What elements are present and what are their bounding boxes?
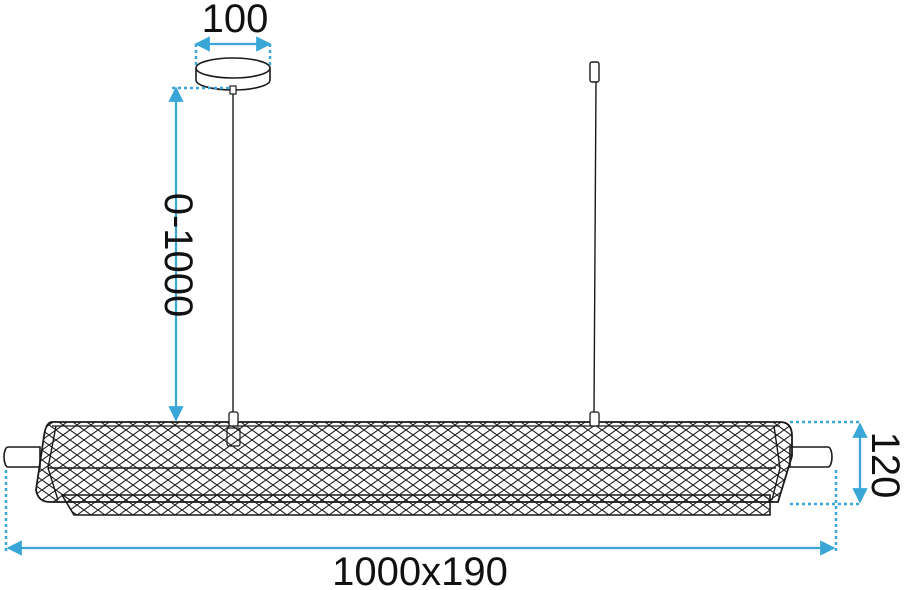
canopy-top <box>195 57 271 79</box>
lamp-body <box>3 411 833 516</box>
frame-right-inner <box>771 425 781 501</box>
suspension-wire-right <box>593 81 597 413</box>
ceiling-canopy <box>195 57 271 95</box>
frame-left-inner <box>47 425 59 501</box>
canopy-fitting <box>229 85 237 95</box>
dimension-canopy-diameter: 100 <box>194 0 272 68</box>
suspension-length-label: 0-1000 <box>156 193 200 318</box>
dimension-body-length: 1000x190 <box>4 470 838 590</box>
suspension-anchor <box>589 61 600 83</box>
wire-mount-right <box>589 411 600 427</box>
end-rod-left <box>3 446 41 468</box>
dimension-suspension-length: 0-1000 <box>156 86 230 422</box>
body-height-label: 120 <box>863 432 905 499</box>
wire-mount-left <box>228 411 239 427</box>
canopy-diameter-label: 100 <box>202 0 269 41</box>
wire-mount-left-lower <box>226 427 241 447</box>
body-length-label: 1000x190 <box>332 550 508 590</box>
end-rod-right <box>789 446 833 468</box>
anchor-cap <box>589 61 600 83</box>
dimension-body-height: 120 <box>790 420 905 506</box>
mesh-main-shell <box>35 421 793 503</box>
